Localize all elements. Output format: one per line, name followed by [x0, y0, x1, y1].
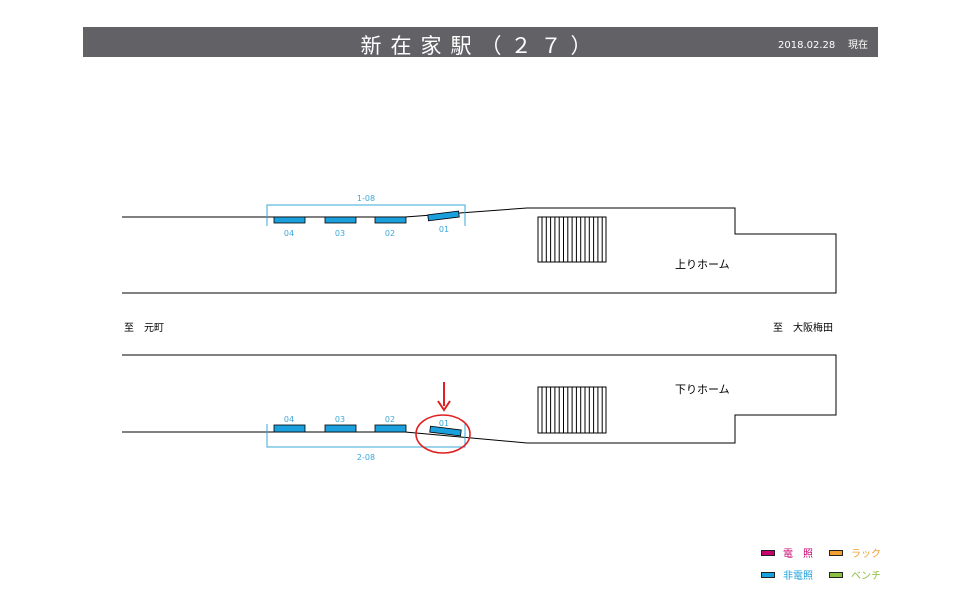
up-platform-label: 上りホーム: [675, 258, 730, 271]
up-bench-04: [273, 216, 306, 224]
down-group-bracket: [266, 424, 466, 448]
stairs-up: [537, 216, 607, 263]
up-bench-label: 02: [385, 229, 395, 238]
down-bench-03: [324, 424, 357, 433]
header-bar: 新在家駅（２７） 2018.02.28 現在: [83, 27, 878, 58]
legend-lit: 電 照: [761, 545, 813, 560]
down-platform-label: 下りホーム: [675, 383, 730, 396]
highlight-arrow-head: [437, 400, 451, 412]
legend-rack: ラック: [829, 545, 881, 560]
down-bench-04: [273, 424, 306, 433]
down-platform-outline: [122, 354, 837, 444]
date-suffix: 現在: [848, 40, 868, 51]
legend-bench: ベンチ: [829, 567, 881, 582]
down-bench-01: [429, 425, 462, 437]
legend-label: 非電照: [783, 571, 813, 582]
up-bench-label: 03: [335, 229, 345, 238]
legend-unlit: 非電照: [761, 567, 813, 582]
up-bench-02: [374, 216, 407, 224]
up-group-label: 1-08: [357, 194, 375, 203]
up-bench-label: 01: [439, 225, 449, 234]
down-group-label: 2-08: [357, 453, 375, 462]
page-title: 新在家駅（２７）: [360, 34, 601, 58]
up-bench-03: [324, 216, 357, 224]
up-bench-01: [427, 210, 460, 222]
down-bench-label: 02: [385, 415, 395, 424]
down-bench-label: 04: [284, 415, 294, 424]
legend-swatch: [829, 549, 843, 556]
date: 2018.02.28: [778, 40, 836, 51]
legend-swatch: [829, 571, 843, 578]
legend-swatch: [761, 549, 775, 556]
up-platform-outline: [122, 207, 837, 294]
legend-swatch: [761, 571, 775, 578]
date-stamp: 2018.02.28 現在: [778, 36, 868, 51]
legend-label: ラック: [851, 549, 881, 560]
stairs-down: [537, 386, 607, 434]
highlight-circle: [415, 414, 471, 454]
direction-west: 至 元町: [124, 323, 164, 334]
down-bench-label: 01: [439, 419, 449, 428]
direction-east: 至 大阪梅田: [773, 323, 833, 334]
legend-label: ベンチ: [851, 571, 881, 582]
up-bench-label: 04: [284, 229, 294, 238]
up-group-bracket: [266, 204, 466, 226]
down-bench-label: 03: [335, 415, 345, 424]
legend-label: 電 照: [783, 549, 813, 560]
down-bench-02: [374, 424, 407, 433]
